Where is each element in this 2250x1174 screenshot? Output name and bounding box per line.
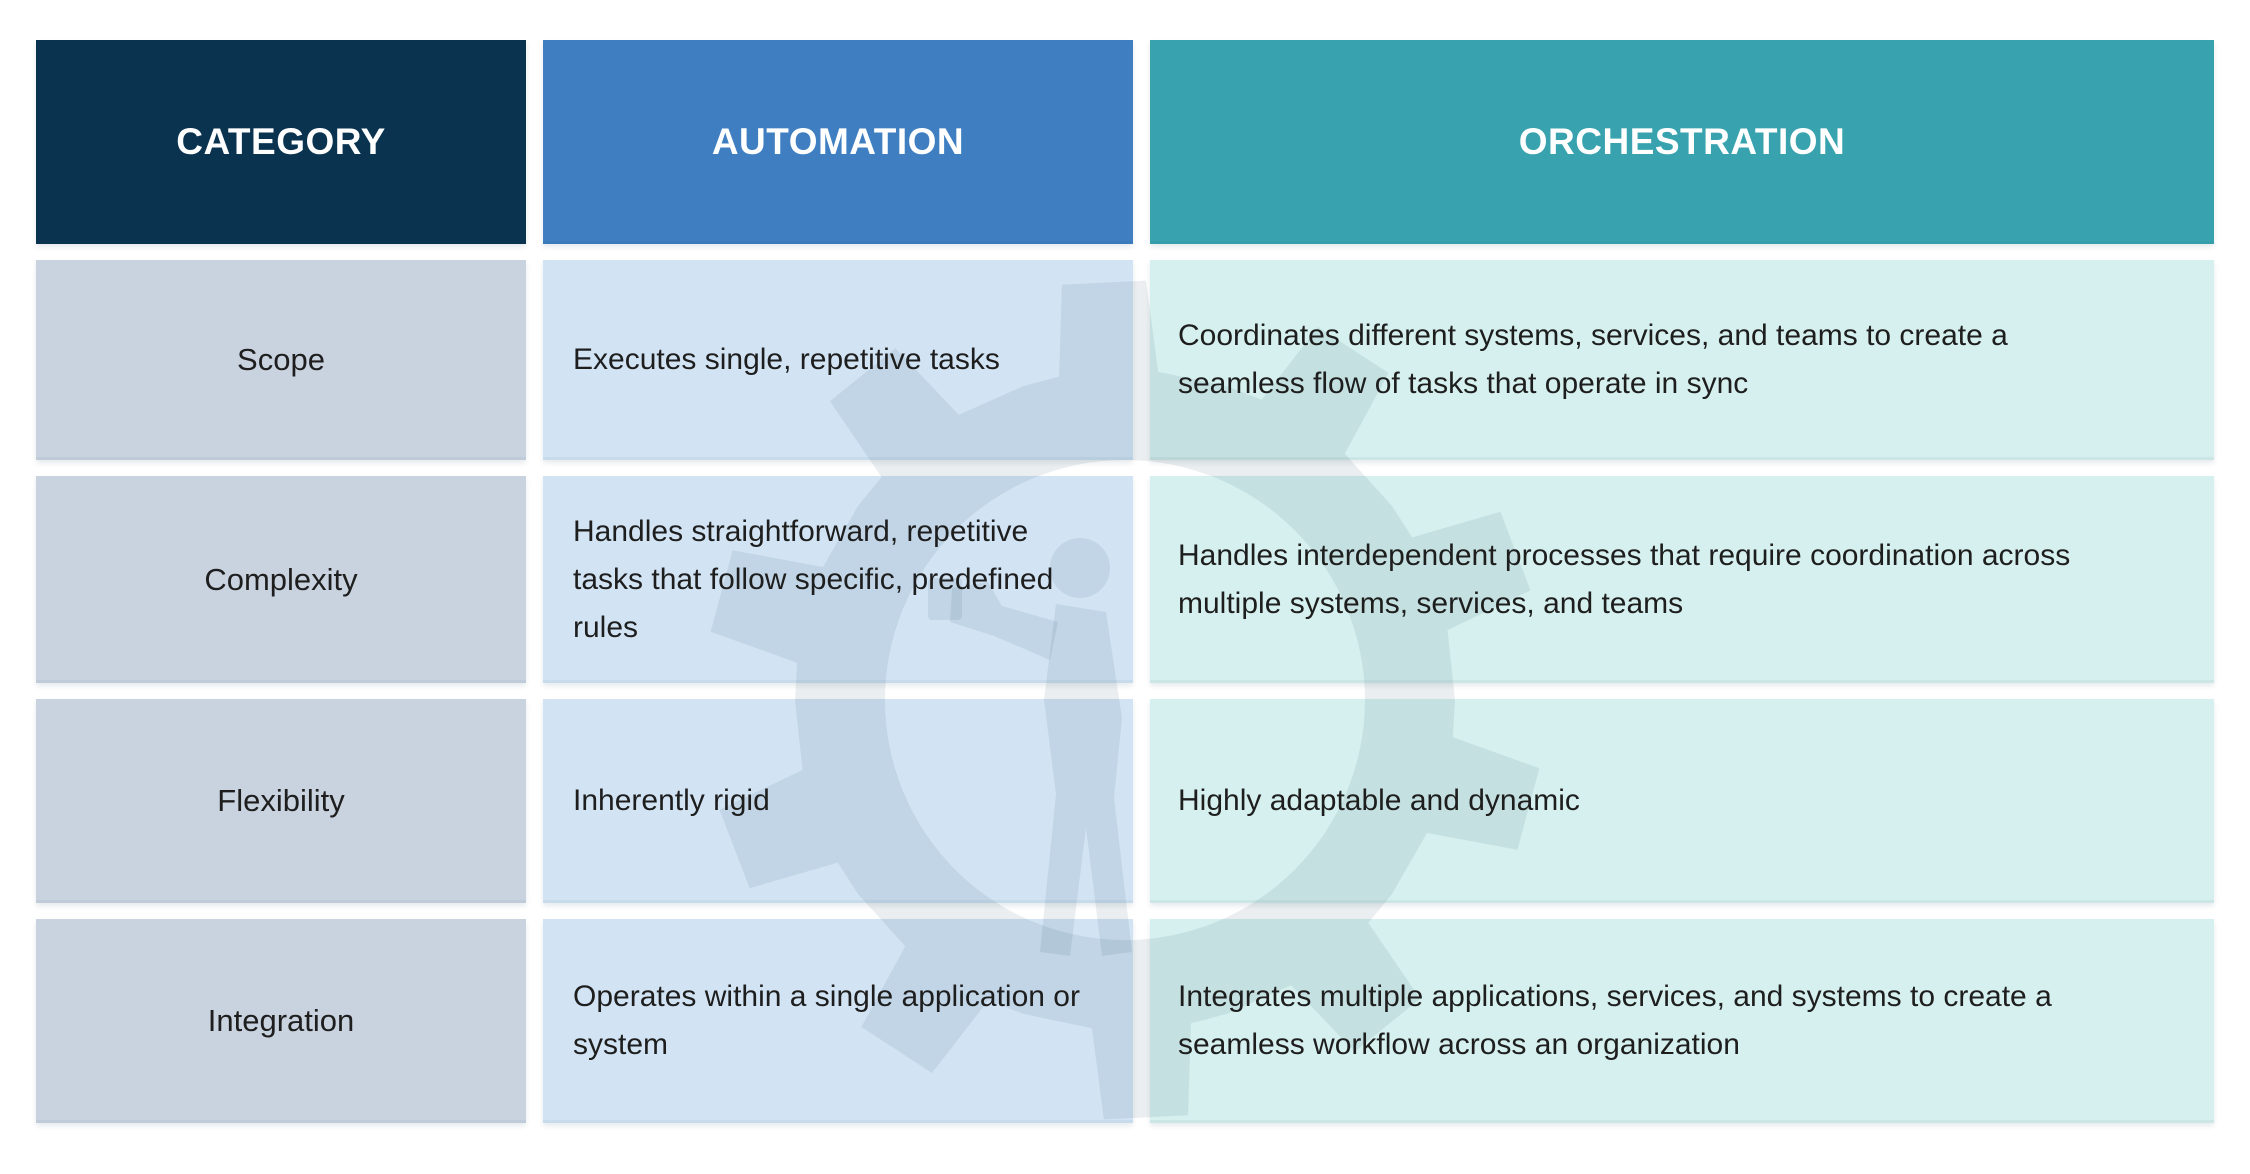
row-scope-automation-text: Executes single, repetitive tasks [573, 343, 1000, 376]
row-integration-automation-text: Operates within a single application or … [573, 980, 1080, 1061]
row-integration-orchestration-cell: Integrates multiple applications, servic… [1150, 919, 2214, 1123]
row-flexibility-orchestration-text: Highly adaptable and dynamic [1178, 784, 1580, 817]
row-integration-label: Integration [207, 1003, 355, 1039]
row-flexibility-automation-text: Inherently rigid [573, 784, 770, 817]
row-scope-orchestration-cell: Coordinates different systems, services,… [1150, 260, 2214, 460]
row-complexity-orchestration-cell: Handles interdependent processes that re… [1150, 476, 2214, 683]
row-complexity-automation-cell: Handles straightforward, repetitive task… [543, 476, 1133, 683]
header-cell-automation: AUTOMATION [543, 40, 1133, 244]
row-complexity-orchestration-text: Handles interdependent processes that re… [1178, 538, 2071, 620]
row-complexity-category-cell: Complexity [36, 476, 526, 683]
row-integration-orchestration-text: Integrates multiple applications, servic… [1178, 980, 2052, 1061]
row-integration-category-cell: Integration [36, 919, 526, 1123]
row-integration-automation-cell: Operates within a single application or … [543, 919, 1133, 1123]
comparison-table: CATEGORY AUTOMATION ORCHESTRATION Scope … [36, 40, 2214, 1123]
row-scope-category-cell: Scope [36, 260, 526, 460]
header-label-orchestration: ORCHESTRATION [1518, 121, 1846, 162]
header-label-category: CATEGORY [176, 121, 386, 162]
row-scope-orchestration-text: Coordinates different systems, services,… [1178, 319, 2008, 400]
row-flexibility-category-cell: Flexibility [36, 699, 526, 903]
row-flexibility-label: Flexibility [217, 783, 345, 819]
row-scope-automation-cell: Executes single, repetitive tasks [543, 260, 1133, 460]
row-flexibility-orchestration-cell: Highly adaptable and dynamic [1150, 699, 2214, 903]
row-complexity-label: Complexity [204, 561, 358, 597]
header-cell-category: CATEGORY [36, 40, 526, 244]
row-scope-label: Scope [237, 342, 325, 378]
header-cell-orchestration: ORCHESTRATION [1150, 40, 2214, 244]
row-flexibility-automation-cell: Inherently rigid [543, 699, 1133, 903]
header-label-automation: AUTOMATION [711, 121, 965, 162]
row-complexity-automation-text: Handles straightforward, repetitive task… [573, 514, 1054, 644]
